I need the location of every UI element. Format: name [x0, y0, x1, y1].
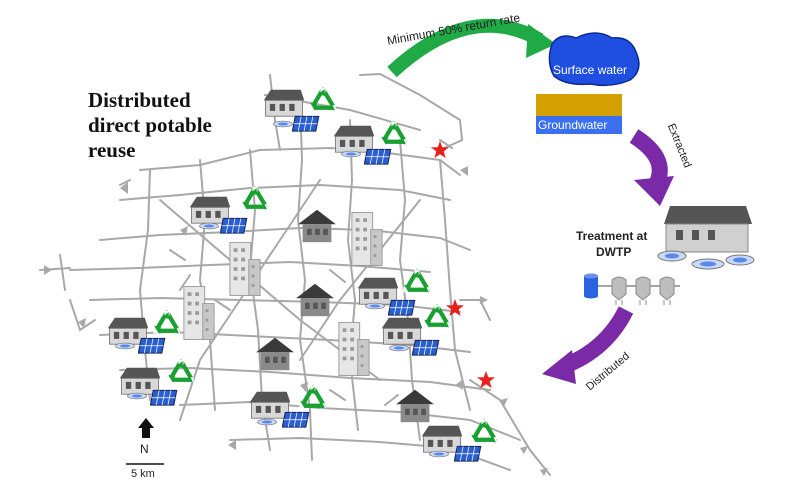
surface-water — [548, 32, 640, 87]
water-tank-icon — [584, 273, 598, 299]
plant-cluster — [107, 310, 180, 354]
scale-label: 5 km — [131, 468, 155, 480]
solar-panel-icon — [454, 445, 482, 462]
recycle-icon — [403, 269, 429, 292]
surface-water-label: Surface water — [553, 63, 628, 77]
distributed-arrow — [542, 306, 634, 384]
treatment-label-line: Treatment at — [576, 229, 648, 243]
recycle-icon — [153, 310, 179, 333]
solar-panel-icon — [282, 411, 310, 428]
solar-panel-icon — [388, 299, 416, 316]
return-rate-arrow — [387, 18, 556, 78]
recycle-icon — [309, 87, 335, 110]
groundwater-label: Groundwater — [538, 118, 608, 132]
plant-cluster — [333, 121, 407, 165]
treatment-tanks — [584, 273, 680, 305]
north-label: N — [140, 442, 149, 456]
title-line: Distributed — [88, 88, 191, 112]
diagram-title: Distributed direct potable reuse — [88, 88, 288, 163]
title-line: direct potable — [88, 113, 212, 137]
recycle-icon — [470, 419, 496, 442]
solar-panel-icon — [292, 115, 320, 132]
extracted-arrow — [629, 129, 674, 206]
title-line: reuse — [88, 138, 136, 162]
plant-cluster — [119, 359, 194, 406]
groundwater-block — [536, 94, 622, 134]
treatment-label: Treatment at DWTP — [576, 228, 647, 260]
recycle-icon — [167, 359, 193, 382]
network-triangles — [44, 166, 548, 476]
solar-panel-icon — [412, 339, 440, 356]
treatment-plant — [657, 206, 755, 270]
solar-panel-icon — [138, 337, 166, 354]
solar-panel-icon — [220, 217, 248, 234]
treatment-label-line: DWTP — [596, 245, 632, 259]
star-icon — [446, 299, 464, 316]
solar-panel-icon — [150, 389, 178, 406]
plant-cluster — [421, 419, 497, 462]
solar-panel-icon — [364, 148, 392, 165]
north-arrow-icon — [138, 418, 154, 438]
